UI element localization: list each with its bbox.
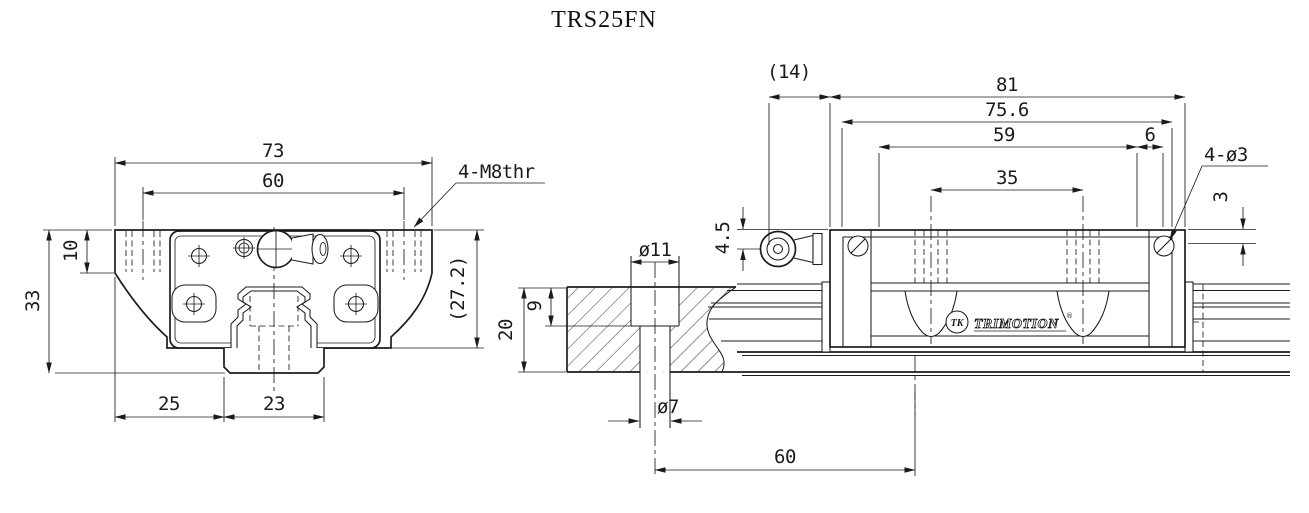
label-thread-holes: 4-M8thr [413, 161, 545, 228]
svg-text:4.5: 4.5 [712, 222, 734, 255]
logo-mark: TK [951, 318, 965, 329]
front-view: 73 60 10 33 (27.2) [22, 140, 545, 422]
dim-total-width: 73 [114, 140, 433, 226]
logo-registered: ® [1066, 312, 1073, 320]
dim-dowel-depth: 3 [1188, 191, 1256, 266]
dim-hole-edge-offset: 6 [1136, 124, 1164, 227]
label-dowel-holes: 4-ø3 [1169, 144, 1268, 241]
dim-bolt-hole-dia: ø7 [608, 396, 702, 424]
dim-flange-height: 10 [60, 229, 114, 274]
dim-bed-thickness: 20 [495, 287, 566, 373]
bed-elevation [670, 351, 1290, 377]
svg-text:ø11: ø11 [639, 239, 672, 261]
dim-rail-width: 23 [223, 377, 325, 422]
bed-section [566, 256, 737, 478]
svg-text:6: 6 [1145, 124, 1156, 146]
dim-grease-offset: 4.5 [712, 207, 828, 271]
dim-block-height: (27.2) [383, 229, 484, 349]
svg-text:59: 59 [993, 124, 1015, 146]
dim-hole-row-length: 59 [878, 124, 1138, 227]
dim-hole-span: 60 [142, 170, 405, 220]
front-view-geometry [114, 221, 433, 392]
svg-text:10: 10 [60, 240, 82, 262]
cap-screw-holes [183, 245, 367, 315]
svg-text:33: 33 [22, 290, 44, 312]
svg-text:75.6: 75.6 [985, 99, 1029, 121]
grease-nipple-front [233, 229, 329, 269]
svg-text:35: 35 [996, 167, 1018, 189]
logo-name: TRIMOTION [974, 317, 1059, 332]
svg-text:ø7: ø7 [657, 396, 679, 418]
dim-total-height: 33 [22, 229, 225, 374]
svg-text:4-M8thr: 4-M8thr [458, 161, 535, 183]
dim-total-length: 81 [829, 74, 1186, 227]
grease-nipple-side [759, 230, 823, 268]
dim-rail-hole-pitch: 60 [654, 392, 916, 476]
end-cap-screws [847, 235, 1175, 257]
svg-text:60: 60 [262, 170, 284, 192]
m8-hole-left [125, 231, 161, 272]
m8-hole-right [386, 231, 422, 272]
rail-left-stub [708, 281, 831, 353]
svg-text:(27.2): (27.2) [447, 256, 469, 322]
brand-logo: TK TRIMOTION ® [945, 310, 1073, 334]
svg-text:(14): (14) [767, 61, 811, 83]
svg-text:25: 25 [158, 393, 180, 415]
dim-body-length: 75.6 [841, 99, 1173, 227]
dim-end-overhang: (14) [767, 61, 831, 245]
svg-text:23: 23 [263, 393, 285, 415]
svg-text:9: 9 [524, 300, 546, 311]
svg-text:3: 3 [1210, 191, 1232, 202]
carriage-side: TK TRIMOTION ® [759, 196, 1186, 348]
rail-right-stub [1184, 281, 1290, 372]
svg-text:81: 81 [996, 74, 1018, 96]
dim-counterbore-dia: ø11 [630, 239, 680, 265]
dim-hole-pitch: 35 [930, 167, 1084, 193]
svg-text:60: 60 [774, 446, 796, 468]
dim-base-left: 25 [114, 277, 225, 422]
svg-text:73: 73 [262, 140, 284, 162]
break-line [706, 286, 737, 373]
front-view-dimensions: 73 60 10 33 (27.2) [22, 140, 545, 422]
svg-text:4-ø3: 4-ø3 [1204, 144, 1248, 166]
side-view: TK TRIMOTION ® (14) 81 75.6 [495, 61, 1290, 478]
side-view-dimensions: (14) 81 75.6 59 6 [495, 61, 1268, 476]
svg-text:20: 20 [495, 319, 517, 341]
drawing-title: TRS25FN [551, 7, 657, 33]
